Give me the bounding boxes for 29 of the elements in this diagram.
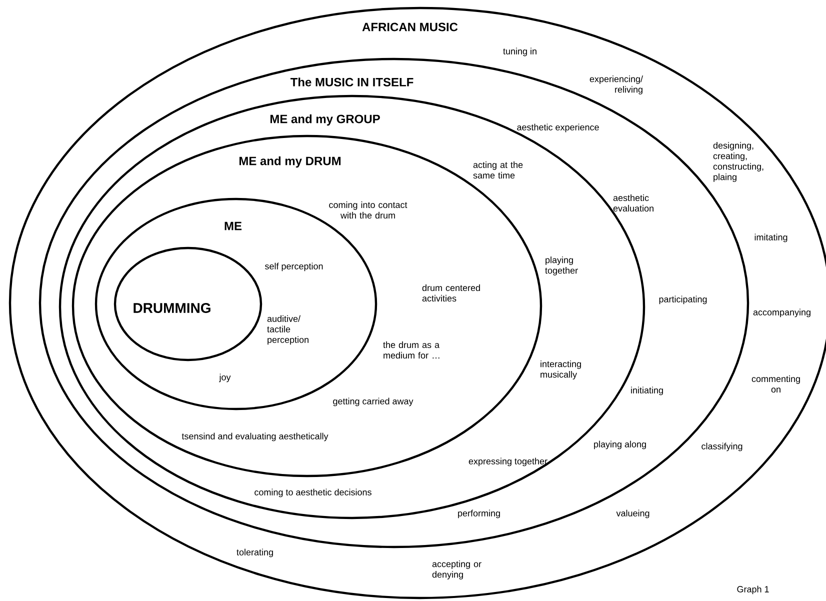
label-text: playing along xyxy=(594,440,646,450)
ellipse-region: DRUMMING xyxy=(114,246,262,362)
label-text: initiating xyxy=(631,386,663,396)
label-text: aesthetic experience xyxy=(517,124,599,132)
label-text: expressing together xyxy=(468,458,548,466)
label-text: designing, creating, constructing, plaing xyxy=(713,142,764,182)
label-text: tsensind and evaluating aesthetically xyxy=(182,432,328,442)
label-text: valueing xyxy=(616,510,650,518)
label-text: coming to aesthetic decisions xyxy=(254,488,372,498)
label-text: drum centered activities xyxy=(422,284,480,302)
label-text: joy xyxy=(219,374,231,382)
label-text: the drum as a medium for … xyxy=(383,341,440,359)
label-text: classifying xyxy=(702,442,742,452)
label-text: commenting on xyxy=(752,375,800,393)
label-text: accepting or denying xyxy=(432,560,482,580)
label-text: tolerating xyxy=(236,548,273,558)
label-text: coming into contact with the drum xyxy=(329,201,408,219)
label-text: performing xyxy=(458,510,500,518)
label-text: aesthetic evaluation xyxy=(613,194,654,212)
label-text: accompanying xyxy=(753,308,810,318)
label-text: participating xyxy=(659,296,707,304)
label-text: experiencing/ reliving xyxy=(590,76,643,94)
label-text: tuning in xyxy=(503,48,536,56)
label-text: acting at the same time xyxy=(473,161,523,179)
label-text: Graph 1 xyxy=(737,586,769,594)
label-text: playing together xyxy=(545,256,578,276)
label-text: interacting musically xyxy=(540,360,581,380)
label-text: imitating xyxy=(754,234,788,242)
label-text: getting carried away xyxy=(333,398,414,406)
